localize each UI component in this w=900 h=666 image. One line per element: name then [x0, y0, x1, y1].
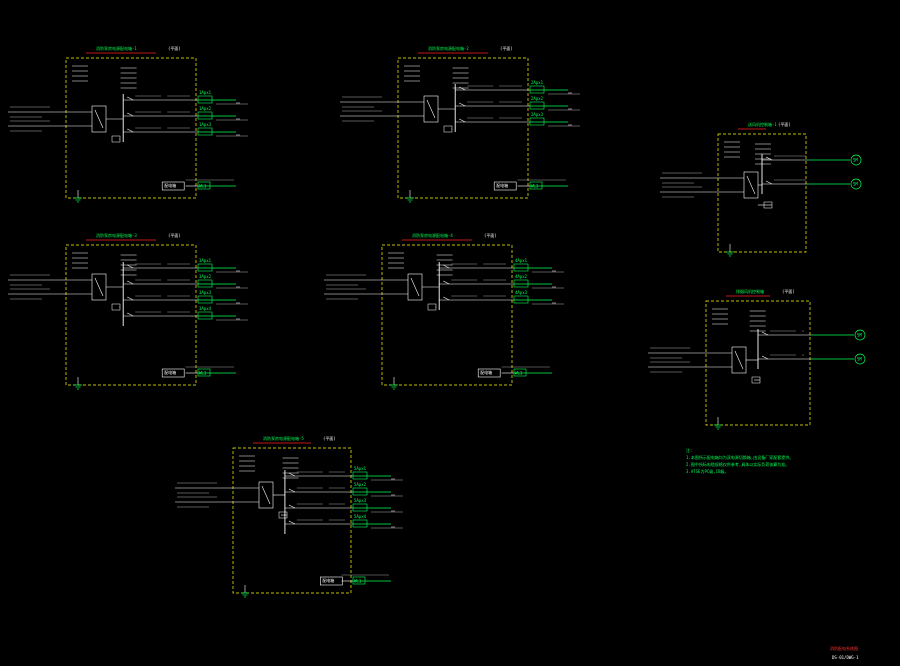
feeder-label: 2Apx3 — [531, 112, 544, 117]
cabinet-box — [493, 181, 517, 191]
feeder-label: 2Apx1 — [531, 80, 544, 85]
distribution-panel: 消防泵房电源配电箱-2 (平面) 2Apx1 2Apx2 2Apx3 配电箱 WL1 — [340, 45, 580, 203]
output-label: WL1 — [199, 371, 207, 376]
feeder-label: 1Apx3 — [199, 122, 212, 127]
panel-enclosure — [397, 57, 529, 199]
feeder-tag-box — [513, 279, 529, 288]
feeder-tag-box — [197, 95, 213, 104]
cabinet-box — [161, 368, 185, 378]
cabinet-label: 配电箱 — [496, 182, 508, 188]
cabinet-label: 配电箱 — [164, 369, 176, 375]
distribution-panel: 消防泵房电源配电箱-3 (平面) 3Apx1 3Apx2 3Apx3 3Apx4 配电箱 WL… — [8, 232, 248, 390]
notes-line-2: 2.图中所标电缆规格仅供参考,具体以实际负荷核算为准。 — [686, 461, 789, 467]
panel-tag: (平面) — [323, 436, 336, 441]
output-label: WL1 — [354, 579, 362, 584]
notes-head: 注: — [686, 447, 692, 453]
panel-enclosure — [705, 300, 811, 426]
feeder-tag-box — [197, 263, 213, 272]
panel-title: 排烟风机控制箱 — [736, 288, 764, 294]
distribution-panel: 排烟风机控制箱 (平面) SM SM — [648, 288, 866, 430]
panel-title: 送风机控制箱-1 — [748, 121, 777, 127]
panel-title: 消防泵房电源配电箱-5 — [263, 435, 304, 441]
drawing-number: DS-01/DWG-1 — [832, 655, 859, 660]
panel-tag: (平面) — [778, 122, 791, 127]
feeder-tag-box — [513, 263, 529, 272]
feeder-label: 3Apx1 — [199, 258, 212, 263]
panel-enclosure — [65, 244, 197, 386]
distribution-panel: 送风机控制箱-1(平面) SM SM — [660, 121, 862, 257]
panel-tag: (平面) — [484, 233, 497, 238]
output-label: WL1 — [531, 184, 539, 189]
motor-symbol — [854, 329, 866, 341]
feeder-label: 1Apx1 — [199, 90, 212, 95]
panel-title: 消防泵房电源配电箱-4 — [412, 232, 453, 238]
panel-tag: (平面) — [782, 289, 795, 294]
panel-enclosure — [717, 133, 807, 253]
feeder-tag-box — [197, 279, 213, 288]
feeder-tag-box — [197, 111, 213, 120]
feeder-label: 4Apx3 — [515, 290, 528, 295]
cabinet-label: 配电箱 — [480, 369, 492, 375]
panel-tag: (平面) — [168, 46, 181, 51]
drawing-title-block: 消防配电系统图 DS-01/DWG-1 — [830, 645, 859, 660]
feeder-tag-box — [352, 503, 368, 512]
motor-label: SM — [853, 158, 858, 163]
panel-enclosure — [381, 244, 513, 386]
cabinet-label: 配电箱 — [322, 577, 334, 583]
notes-line-1: 1.本图所示配电箱均为双电源切换箱,由设备厂家配套提供。 — [686, 454, 793, 460]
distribution-panel: 消防泵房电源配电箱-1 (平面) 1Apx1 1Apx2 1Apx3 配电箱 WL1 — [8, 45, 248, 203]
panel-enclosure — [232, 447, 352, 594]
cabinet-box — [477, 368, 501, 378]
feeder-label: 5Apx1 — [354, 466, 367, 471]
motor-label: SM — [857, 357, 862, 362]
output-label: WL1 — [199, 184, 207, 189]
feeder-label: 4Apx2 — [515, 274, 528, 279]
feeder-label: 3Apx3 — [199, 290, 212, 295]
cabinet-box — [161, 181, 185, 191]
feeder-tag-box — [513, 295, 529, 304]
feeder-label: 5Apx3 — [354, 498, 367, 503]
notes-block: 注: 1.本图所示配电箱均为双电源切换箱,由设备厂家配套提供。 2.图中所标电缆… — [686, 447, 793, 474]
feeder-tag-box — [529, 117, 545, 126]
feeder-tag-box — [197, 311, 213, 320]
distribution-panel: 消防泵房电源配电箱-5 (平面) 5Apx1 5Apx2 5Apx3 5Apx4 配电箱 WL… — [175, 435, 403, 598]
feeder-tag-box — [352, 519, 368, 528]
cabinet-label: 配电箱 — [164, 182, 176, 188]
motor-symbol — [850, 178, 862, 190]
feeder-tag-box — [529, 101, 545, 110]
distribution-panel: 消防泵房电源配电箱-4 (平面) 4Apx1 4Apx2 4Apx3 配电箱 WL1 — [324, 232, 564, 390]
feeder-tag-box — [352, 487, 368, 496]
motor-label: SM — [853, 182, 858, 187]
feeder-label: 3Apx2 — [199, 274, 212, 279]
motor-symbol — [854, 353, 866, 365]
feeder-tag-box — [197, 295, 213, 304]
feeder-label: 2Apx2 — [531, 96, 544, 101]
feeder-tag-box — [352, 471, 368, 480]
motor-symbol — [850, 154, 862, 166]
feeder-label: 3Apx4 — [199, 306, 212, 311]
feeder-label: 4Apx1 — [515, 258, 528, 263]
panel-enclosure — [65, 57, 197, 199]
panel-title: 消防泵房电源配电箱-2 — [428, 45, 469, 51]
feeder-tag-box — [529, 85, 545, 94]
feeder-label: 5Apx2 — [354, 482, 367, 487]
feeder-label: 5Apx4 — [354, 514, 367, 519]
panel-title: 消防泵房电源配电箱-1 — [96, 45, 137, 51]
drawing-title: 消防配电系统图 — [830, 645, 858, 651]
feeder-tag-box — [197, 127, 213, 136]
panel-title: 消防泵房电源配电箱-3 — [96, 232, 137, 238]
panel-tag: (平面) — [168, 233, 181, 238]
motor-label: SM — [857, 333, 862, 338]
output-label: WL1 — [515, 371, 523, 376]
notes-line-3: 3.ATSE为PC级,CB级。 — [686, 468, 729, 474]
feeder-label: 1Apx2 — [199, 106, 212, 111]
panel-tag: (平面) — [500, 46, 513, 51]
